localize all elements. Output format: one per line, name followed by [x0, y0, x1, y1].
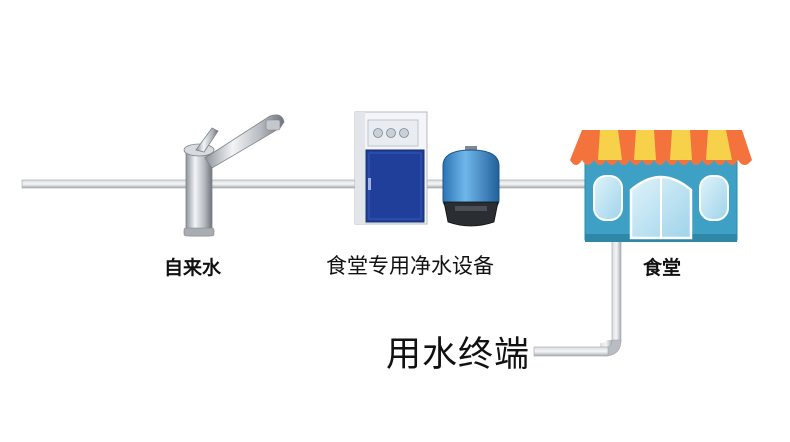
pressure-tank-icon [442, 146, 500, 227]
canteen-label: 食堂 [643, 257, 682, 279]
tap-water-label: 自来水 [164, 257, 222, 279]
water-endpoint-label: 用水终端 [386, 335, 531, 375]
storefront-icon [570, 130, 752, 242]
water-purifier-icon [354, 111, 428, 225]
faucet-icon [183, 114, 285, 237]
purification-equipment-label: 食堂专用净水设备 [326, 254, 494, 278]
main-pipe [21, 179, 613, 189]
endpoint-pipe [533, 346, 609, 357]
drop-pipe [611, 237, 622, 343]
